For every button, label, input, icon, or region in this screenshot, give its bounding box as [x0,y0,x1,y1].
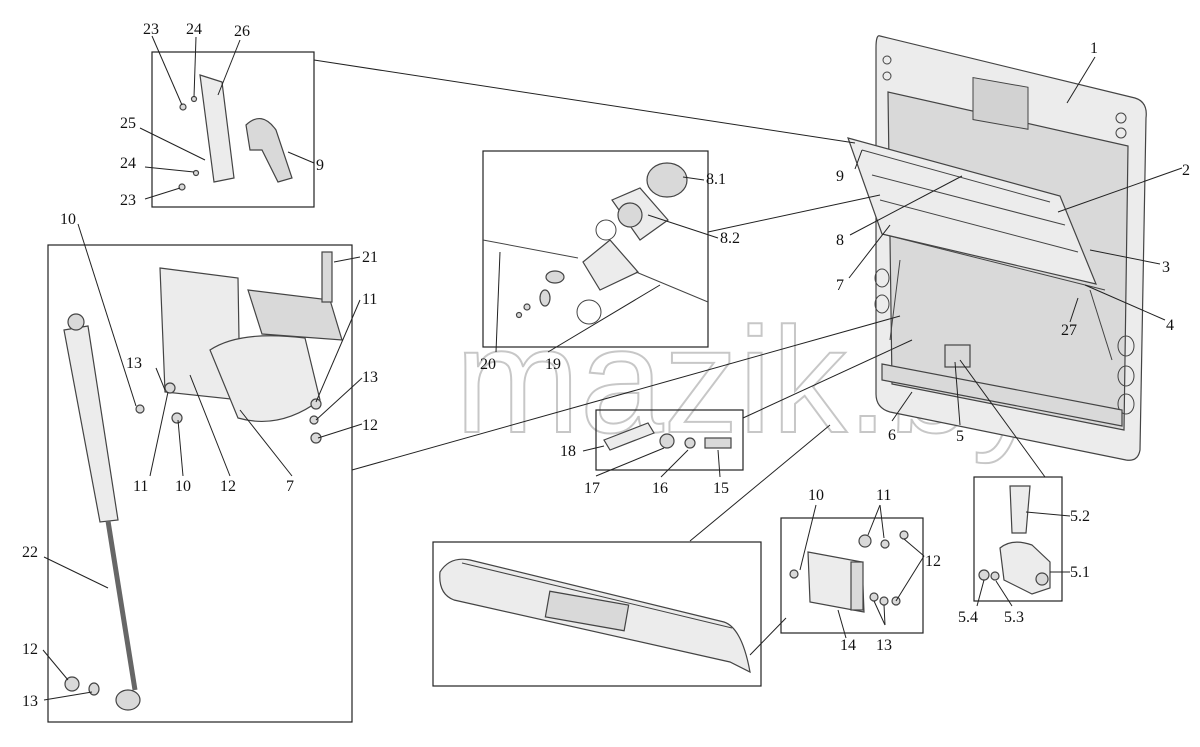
mount-detail-box: 10 11 12 14 13 [780,487,941,654]
callout-3: 3 [1162,259,1170,276]
callout-2: 2 [1182,162,1190,179]
callout-13-left: 13 [126,355,142,372]
callout-8-2: 8.2 [720,230,740,247]
callout-5: 5 [956,428,964,445]
callout-23-bottom: 23 [120,192,136,209]
latch-detail-box: 5.2 5.1 5.4 5.3 [958,359,1090,626]
strut-detail-box: 10 21 11 13 13 12 11 10 12 7 22 12 13 [22,211,901,723]
callout-5-2: 5.2 [1070,508,1090,525]
callout-9-main: 9 [836,168,844,185]
callout-22: 22 [22,544,38,561]
callout-21: 21 [362,249,378,266]
callout-25: 25 [120,115,136,132]
callout-5-3: 5.3 [1004,609,1024,626]
main-panel-callouts: 1 2 3 4 27 9 8 7 5 6 [836,40,1190,445]
callout-6: 6 [888,427,896,444]
callout-10-mount: 10 [808,487,824,504]
callout-14: 14 [840,637,856,654]
callout-1: 1 [1090,40,1098,57]
callout-12-mount: 12 [925,553,941,570]
callout-10-bracket: 10 [175,478,191,495]
callout-5-4: 5.4 [958,609,978,626]
lock-detail-box: 8.1 8.2 20 19 [480,150,881,373]
callout-12-strut: 12 [22,641,38,658]
callout-11-right: 11 [362,291,377,308]
callout-7-bracket: 7 [286,478,294,495]
callout-5-1: 5.1 [1070,564,1090,581]
callout-11-mount: 11 [876,487,891,504]
callout-27: 27 [1061,322,1077,339]
pin-detail-box: 18 17 16 15 [560,339,913,497]
callout-9-hinge: 9 [316,157,324,174]
callout-13-strut: 13 [22,693,38,710]
callout-24-top: 24 [186,21,202,38]
callout-20: 20 [480,356,496,373]
callout-13-right: 13 [362,369,378,386]
trim-detail-box [432,424,831,687]
callout-15: 15 [713,480,729,497]
callout-12-right: 12 [362,417,378,434]
hinge-detail-box: 23 24 26 25 24 23 9 [120,21,856,209]
callout-12-bracket: 12 [220,478,236,495]
callout-13-mount: 13 [876,637,892,654]
callout-23-top: 23 [143,21,159,38]
callout-17: 17 [584,480,600,497]
callout-26: 26 [234,23,250,40]
callout-4: 4 [1166,317,1174,334]
callout-8-1: 8.1 [706,171,726,188]
callout-10-strut-top: 10 [60,211,76,228]
callout-8: 8 [836,232,844,249]
callout-19: 19 [545,356,561,373]
callout-16: 16 [652,480,668,497]
callout-7-main: 7 [836,277,844,294]
callout-24-bottom: 24 [120,155,136,172]
main-panel-assembly [847,35,1147,461]
callout-18: 18 [560,443,576,460]
callout-11-left: 11 [133,478,148,495]
